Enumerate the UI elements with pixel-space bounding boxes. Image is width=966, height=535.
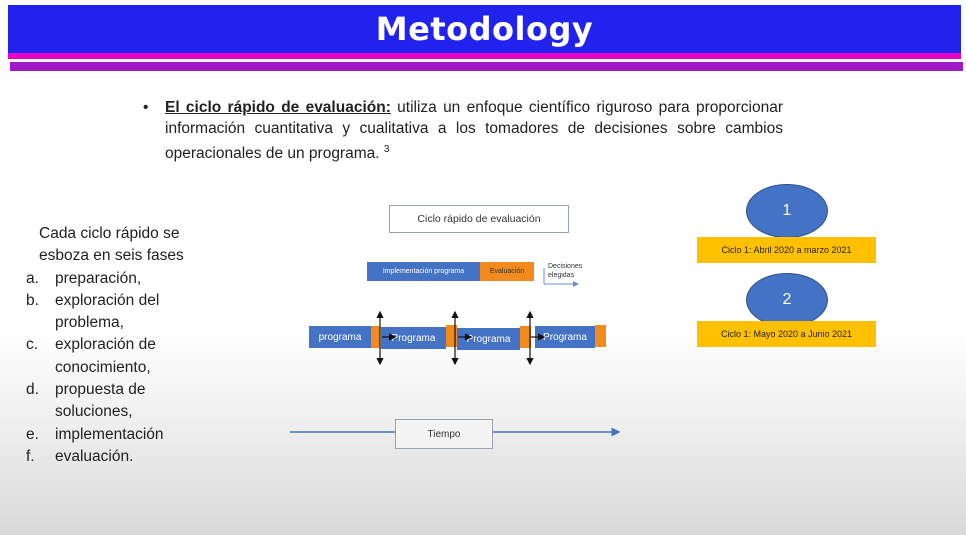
program-label: programa: [318, 331, 362, 343]
cycle-label-text: Ciclo 1: Abril 2020 a marzo 2021: [721, 245, 852, 255]
time-label: Tiempo: [427, 428, 461, 440]
header-band: [10, 62, 963, 71]
decisions-label: Decisiones elegidas: [548, 263, 583, 279]
list-item: b. exploración del problema,: [26, 290, 209, 335]
list-item-text: exploración de conocimiento,: [55, 336, 156, 376]
program-label: Programa: [543, 331, 587, 343]
list-marker: b.: [26, 291, 39, 309]
evaluation-segment-4: [595, 325, 606, 347]
list-marker: c.: [26, 336, 39, 354]
evaluation-segment-3: [520, 326, 531, 348]
cycle-number: 1: [782, 202, 792, 219]
program-block-4: Programa: [535, 326, 595, 348]
diagram-title: Ciclo rápido de evaluación: [417, 213, 541, 225]
evaluation-label: Evaluación: [489, 268, 525, 275]
cycle-number: 2: [782, 291, 792, 308]
program-label: Programa: [466, 333, 511, 345]
list-item-text: propuesta de soluciones,: [55, 381, 146, 421]
title-bar: Metodology: [8, 5, 961, 53]
list-marker: f.: [26, 447, 35, 465]
cycle-circle-1: 1: [746, 184, 828, 238]
list-item-text: implementación: [55, 425, 164, 443]
implementation-label: Implementación programa: [382, 268, 465, 275]
list-item: e. implementación: [26, 424, 209, 446]
list-item: d. propuesta de soluciones,: [26, 379, 209, 424]
cycle-circle-2: 2: [746, 273, 828, 327]
bullet-dot-icon: •: [143, 99, 149, 116]
list-item: f. evaluación.: [26, 446, 209, 468]
phases-intro: Cada ciclo rápido se esboza en seis fase…: [39, 225, 184, 265]
definition-paragraph: • El ciclo rápido de evaluación: utiliza…: [143, 97, 783, 164]
program-block-3: Programa: [457, 328, 520, 350]
evaluation-segment-1: [371, 326, 380, 348]
implementation-bar: Implementación programa: [367, 262, 480, 281]
cycle-label-text: Ciclo 1: Mayo 2020 a Junio 2021: [720, 329, 853, 339]
program-block-1: programa: [309, 326, 371, 348]
cycle-label-2: Ciclo 1: Mayo 2020 a Junio 2021: [697, 321, 876, 347]
list-item-text: preparación,: [55, 269, 142, 287]
definition-text: utiliza un enfoque científico riguroso p…: [165, 99, 783, 163]
list-item: c. exploración de conocimiento,: [26, 334, 209, 379]
list-marker: a.: [26, 269, 39, 287]
time-box: Tiempo: [395, 419, 493, 449]
diagram-title-box: Ciclo rápido de evaluación: [389, 205, 569, 233]
page-title: Metodology: [375, 10, 594, 48]
list-marker: e.: [26, 425, 39, 443]
list-marker: d.: [26, 381, 39, 399]
phases-list: Cada ciclo rápido se esboza en seis fase…: [26, 223, 209, 468]
definition-term: El ciclo rápido de evaluación:: [165, 99, 391, 116]
program-block-2: Programa: [381, 327, 446, 349]
evaluation-segment-2: [446, 325, 457, 347]
program-label: Programa: [391, 332, 436, 344]
cycle-label-1: Ciclo 1: Abril 2020 a marzo 2021: [697, 237, 876, 263]
footnote-marker: 3: [383, 144, 390, 155]
list-item: a. preparación,: [26, 268, 209, 290]
evaluation-bar: Evaluación: [480, 262, 534, 281]
list-item-text: evaluación.: [55, 447, 134, 465]
header-divider: [8, 53, 961, 59]
list-item-text: exploración del problema,: [55, 291, 160, 332]
